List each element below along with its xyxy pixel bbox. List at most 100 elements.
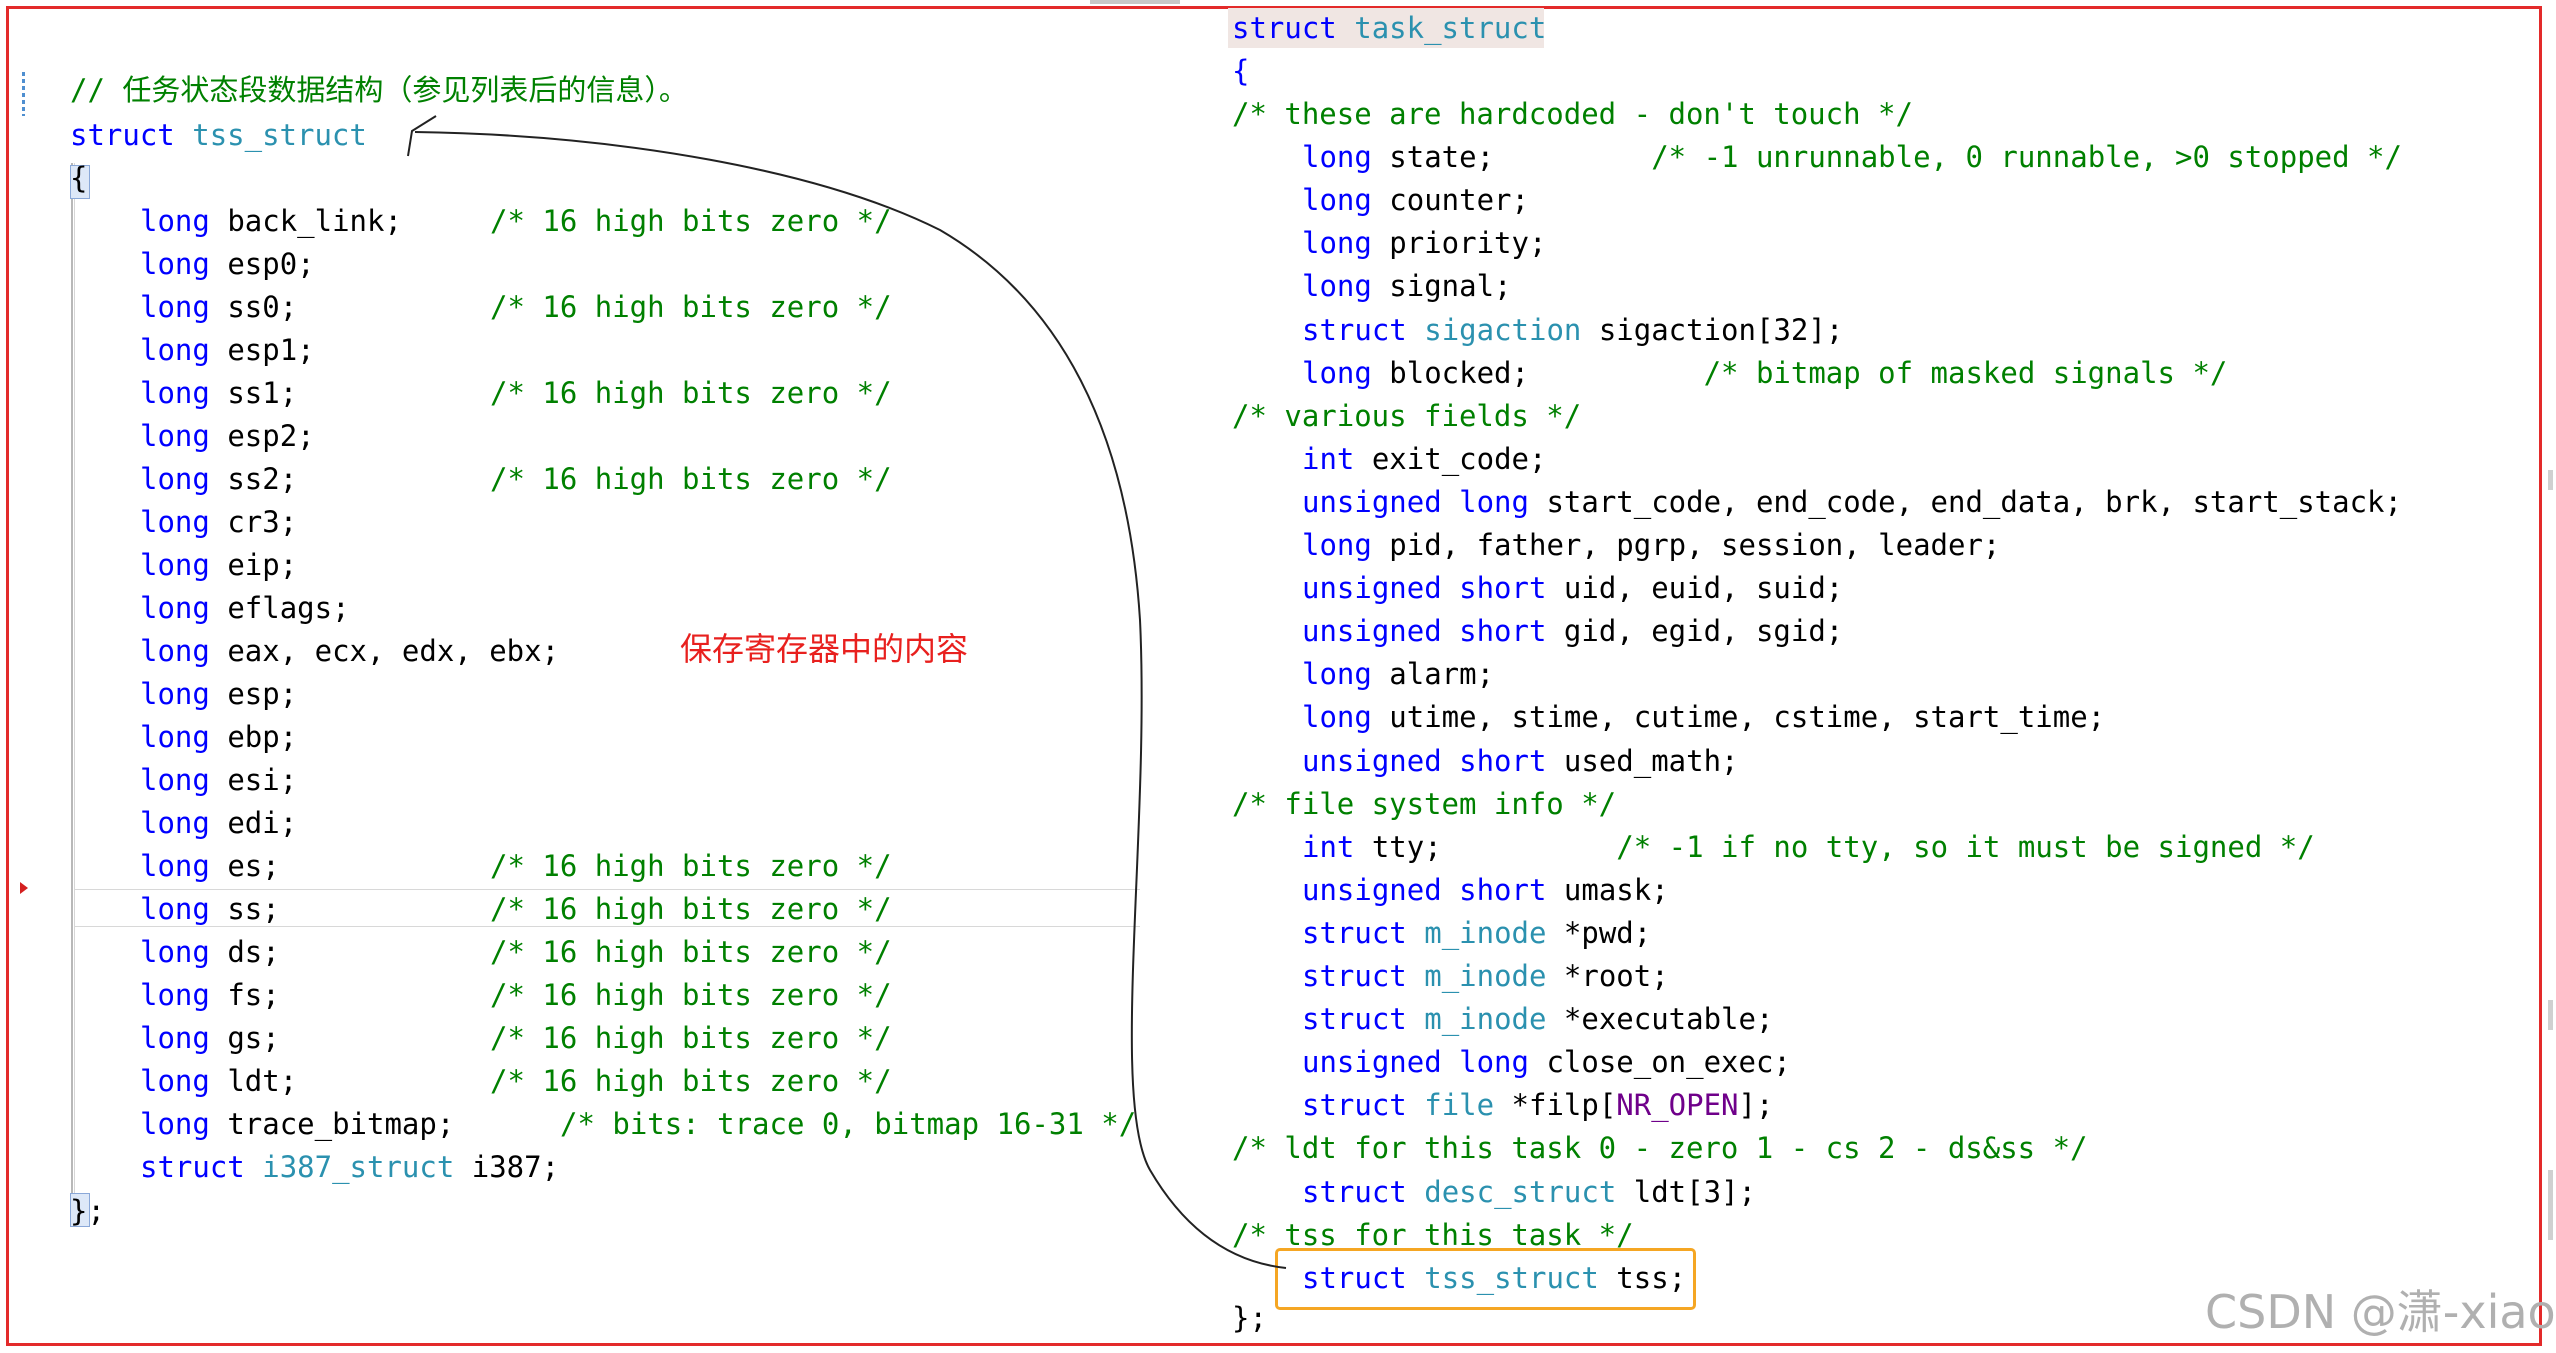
field-decl: esp0; [227, 247, 315, 281]
outline-guide-line-secondary [74, 163, 75, 1221]
field-decl: ss0; [227, 290, 298, 324]
table-row: struct m_inode *pwd; [1302, 915, 1651, 951]
field-type: long [140, 505, 210, 539]
right-edge-mark [2548, 1170, 2553, 1240]
table-row: struct file *filp[NR_OPEN]; [1302, 1087, 1773, 1123]
field-type: long [140, 892, 210, 926]
table-row: long alarm; [1302, 656, 1494, 692]
field-type: long [140, 419, 210, 453]
code-kw: unsigned short [1302, 873, 1547, 907]
table-row: long esp1; [140, 332, 315, 368]
task-struct-name: task_struct [1354, 11, 1547, 45]
field-type: long [140, 548, 210, 582]
field-decl: fs; [227, 978, 280, 1012]
table-row: long esp; [140, 676, 297, 712]
field-type: long [140, 763, 210, 797]
tss-field-highlight-box [1275, 1248, 1696, 1310]
field-comment: /* 16 high bits zero */ [490, 892, 892, 926]
outlining-collapse-marker-icon[interactable] [22, 72, 25, 116]
table-row: unsigned short uid, euid, suid; [1302, 570, 1843, 606]
right-open-brace: { [1232, 54, 1250, 88]
table-row: long ds; [140, 934, 280, 970]
code-kw: struct [1302, 313, 1407, 347]
table-row: long back_link; [140, 203, 402, 239]
hand-drawn-arrowhead [407, 115, 437, 157]
table-row: int tty; /* -1 if no tty, so it must be … [1302, 829, 2315, 865]
field-decl: cr3; [227, 505, 298, 539]
field-type: long [140, 462, 210, 496]
section-comment: /* these are hardcoded - don't touch */ [1232, 96, 1913, 132]
field-comment: /* 16 high bits zero */ [490, 462, 892, 496]
code-text: *executable; [1546, 1002, 1774, 1036]
field-type: long [140, 290, 210, 324]
code-cm: /* these are hardcoded - don't touch */ [1232, 97, 1913, 131]
breakpoint-arrow-marker-icon[interactable] [20, 882, 28, 894]
code-kw: int [1302, 830, 1355, 864]
field-comment: /* bits: trace 0, bitmap 16-31 */ [560, 1107, 1137, 1141]
code-text: ]; [1808, 313, 1844, 347]
table-row: long edi; [140, 805, 297, 841]
brace-match-highlight-close [70, 1193, 90, 1227]
code-cm: /* -1 if no tty, so it must be signed */ [1616, 830, 2315, 864]
code-ty: sigaction [1424, 313, 1582, 347]
code-kw: long [1302, 528, 1372, 562]
code-kw: unsigned short [1302, 614, 1547, 648]
field-type: long [140, 376, 210, 410]
code-kw: unsigned long [1302, 485, 1529, 519]
code-ty: m_inode [1424, 959, 1547, 993]
field-type: long [140, 849, 210, 883]
table-row: unsigned long start_code, end_code, end_… [1302, 484, 2402, 520]
code-cm: /* various fields */ [1232, 399, 1582, 433]
table-row: long esp2; [140, 418, 315, 454]
code-ty: file [1424, 1088, 1495, 1122]
table-row: long es; [140, 848, 280, 884]
current-line-highlight [75, 889, 1140, 927]
section-comment: /* tss for this task */ [1232, 1217, 1634, 1253]
code-text: *filp[ [1494, 1088, 1617, 1122]
table-row: long trace_bitmap; [140, 1106, 454, 1142]
field-type: long [140, 1021, 210, 1055]
field-type: long [140, 720, 210, 754]
field-decl: ss; [227, 892, 280, 926]
code-kw: long [1302, 183, 1372, 217]
code-text: *root; [1546, 959, 1669, 993]
table-row: long eax, ecx, edx, ebx; [140, 633, 559, 669]
code-text: pid, father, pgrp, session, leader; [1371, 528, 2001, 562]
field-decl: es; [227, 849, 280, 883]
table-row: long ldt; [140, 1063, 297, 1099]
code-text: counter; [1371, 183, 1529, 217]
field-decl: esp1; [227, 333, 315, 367]
section-comment: /* ldt for this task 0 - zero 1 - cs 2 -… [1232, 1130, 2088, 1166]
table-row: long signal; [1302, 268, 1512, 304]
code-nr: NR_OPEN [1616, 1088, 1739, 1122]
table-row: long esi; [140, 762, 297, 798]
field-type: i387_struct [262, 1150, 455, 1184]
field-type: long [140, 1107, 210, 1141]
right-struct-title: struct task_struct [1232, 10, 1546, 46]
section-comment: /* file system info */ [1232, 786, 1616, 822]
code-text: start_code, end_code, end_data, brk, sta… [1528, 485, 2402, 519]
table-row: long ss1; [140, 375, 297, 411]
table-row: long ebp; [140, 719, 297, 755]
left-open-brace: { [70, 161, 88, 195]
outline-guide-line [71, 163, 73, 1221]
code-cm: /* -1 unrunnable, 0 runnable, >0 stopped… [1651, 140, 2402, 174]
field-decl: ldt; [227, 1064, 298, 1098]
top-scroll-indicator [1090, 0, 1180, 4]
code-cm: /* file system info */ [1232, 787, 1617, 821]
field-decl: eflags; [227, 591, 350, 625]
brace-match-highlight-open [70, 165, 90, 199]
code-text: *pwd; [1546, 916, 1652, 950]
code-text: priority; [1371, 226, 1547, 260]
field-comment: /* 16 high bits zero */ [490, 849, 892, 883]
table-row: long esp0; [140, 246, 315, 282]
code-kw: long [1302, 356, 1372, 390]
table-row: long eip; [140, 547, 297, 583]
table-row: long eflags; [140, 590, 350, 626]
field-type: long [140, 978, 210, 1012]
code-kw: int [1302, 442, 1355, 476]
field-comment: /* 16 high bits zero */ [490, 376, 892, 410]
field-decl: ebp; [227, 720, 298, 754]
